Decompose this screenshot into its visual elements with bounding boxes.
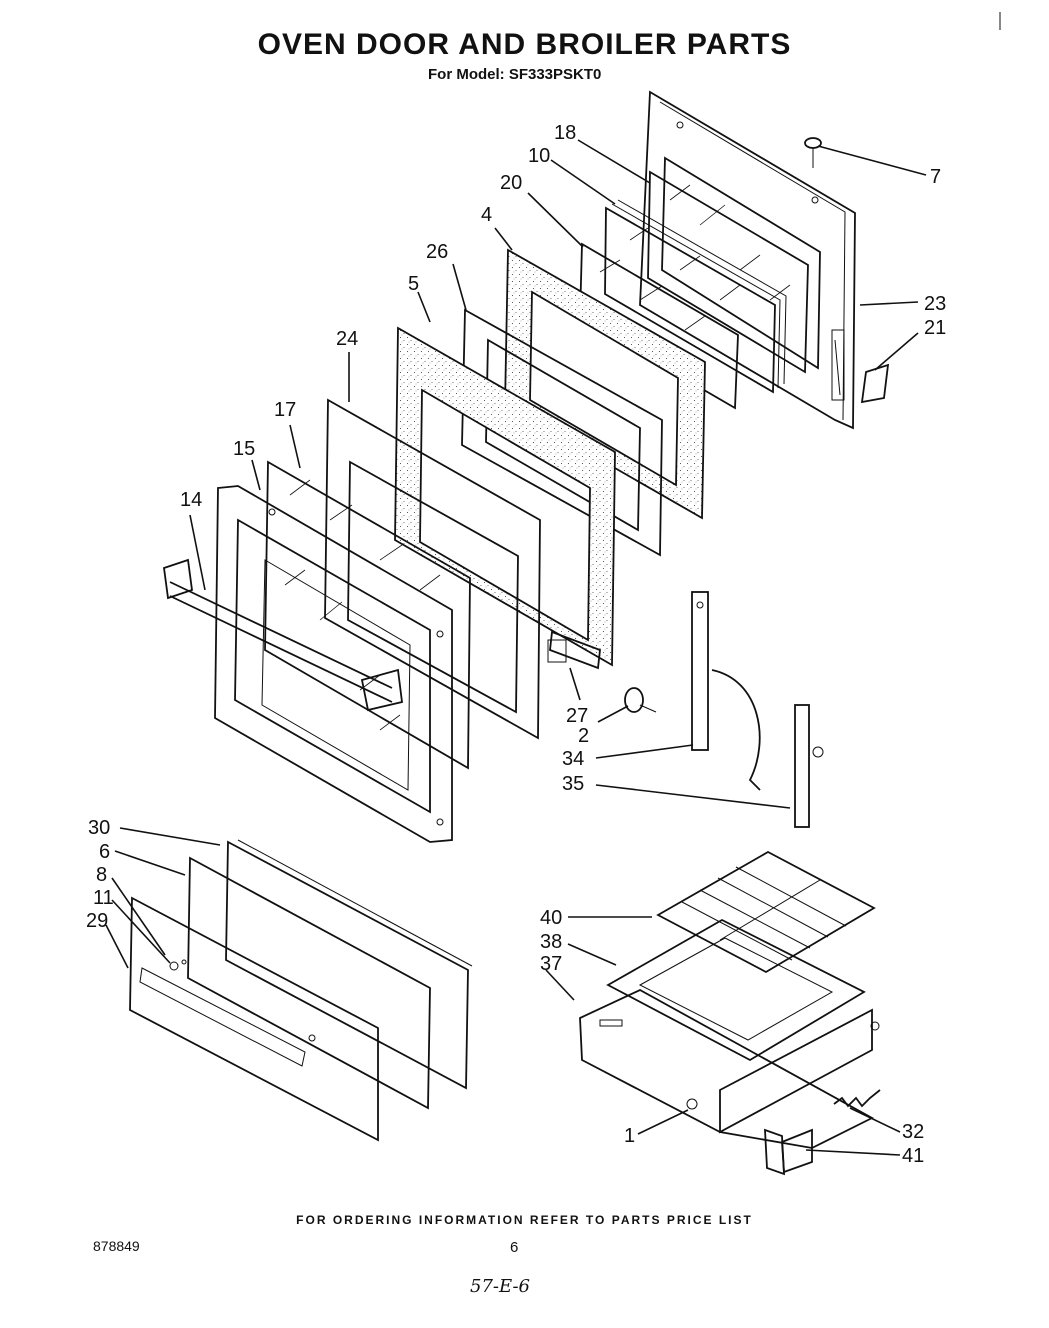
handwritten-code: 57-E-6 <box>470 1276 530 1297</box>
callout-34: 34 <box>562 748 584 770</box>
callout-27: 27 <box>566 705 588 727</box>
leader-lines <box>105 139 927 1156</box>
ordering-note: FOR ORDERING INFORMATION REFER TO PARTS … <box>296 1213 753 1227</box>
part-10-glass-pack <box>604 199 787 394</box>
callout-35: 35 <box>562 773 584 795</box>
document-number: 878849 <box>93 1238 140 1254</box>
model-subtitle: For Model: SF333PSKT0 <box>428 66 602 83</box>
part-17-glass <box>264 460 471 770</box>
part-35-hinge <box>794 704 824 828</box>
callout-17: 17 <box>274 399 296 421</box>
part-27-hinge-bracket <box>549 630 601 670</box>
part-38-broiler-pan <box>606 918 866 1062</box>
part-6-insulation <box>187 856 431 1110</box>
callout-18: 18 <box>554 122 576 144</box>
callout-40: 40 <box>540 907 562 929</box>
callout-20: 20 <box>500 172 522 194</box>
callout-14: 14 <box>180 489 202 511</box>
callout-11: 11 <box>93 887 114 909</box>
callout-5: 5 <box>408 273 419 295</box>
part-29-drawer-front <box>129 896 379 1142</box>
callout-8: 8 <box>96 864 107 886</box>
part-14-door-handle <box>163 558 403 712</box>
callout-23: 23 <box>924 293 946 315</box>
callout-2: 2 <box>578 725 589 747</box>
callout-7: 7 <box>930 166 941 188</box>
page-number: 6 <box>510 1239 519 1256</box>
part-32-spring <box>833 1089 881 1108</box>
callout-32: 32 <box>902 1121 924 1143</box>
callout-10: 10 <box>528 145 550 167</box>
part-5-insulation-panel <box>394 326 616 667</box>
part-40-broiler-grid <box>656 850 876 974</box>
part-24-liner-panel <box>324 398 567 740</box>
part-2-hinge-roller <box>624 687 657 713</box>
callout-37: 37 <box>540 953 562 975</box>
callout-41: 41 <box>902 1145 924 1167</box>
part-15-outer-door-frame <box>214 485 453 843</box>
part-41-bracket <box>764 1128 813 1176</box>
callout-30: 30 <box>88 817 110 839</box>
callout-6: 6 <box>99 841 110 863</box>
part-21-hinge-receiver <box>860 363 890 404</box>
part-30-drawer-back-panel <box>225 839 473 1090</box>
callout-4: 4 <box>481 204 492 226</box>
part-8-11-fasteners <box>169 959 187 971</box>
part-34-hinge-arm <box>691 591 761 791</box>
callout-38: 38 <box>540 931 562 953</box>
part-7-screw <box>804 137 822 168</box>
callout-21: 21 <box>924 317 946 339</box>
callout-labels: 7 18 10 20 4 26 5 24 17 15 14 23 21 27 2… <box>86 122 946 1167</box>
part-18-glass <box>647 170 809 374</box>
callout-1: 1 <box>624 1125 635 1147</box>
callout-15: 15 <box>233 438 255 460</box>
callout-26: 26 <box>426 241 448 263</box>
callout-24: 24 <box>336 328 358 350</box>
page-title: OVEN DOOR AND BROILER PARTS <box>257 28 792 61</box>
callout-29: 29 <box>86 910 108 932</box>
